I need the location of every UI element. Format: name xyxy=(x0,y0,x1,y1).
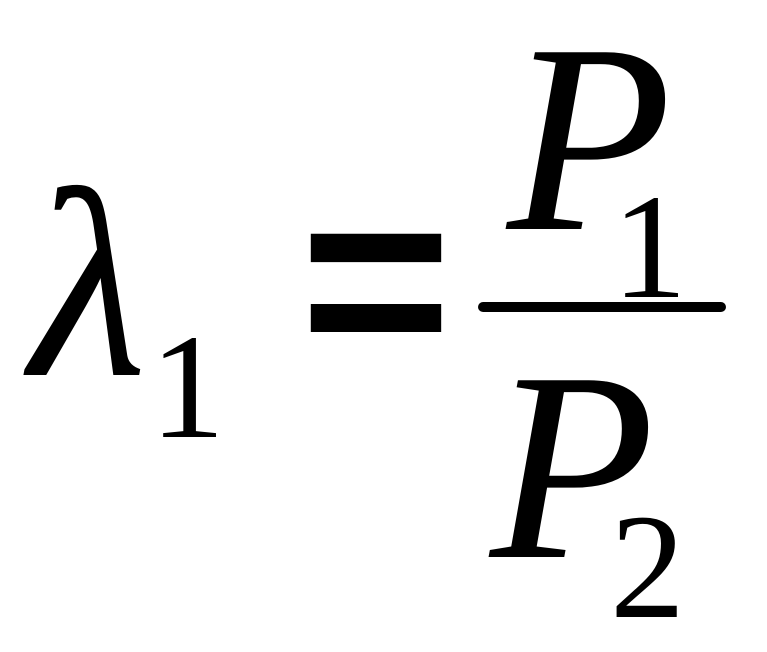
denominator-subscript: 2 xyxy=(610,484,685,650)
lambda-symbol: λ xyxy=(30,135,147,434)
lambda-subscript: 1 xyxy=(150,304,225,470)
fraction-bar xyxy=(478,302,726,312)
numerator-subscript: 1 xyxy=(612,164,687,330)
equals-sign: = xyxy=(300,135,452,425)
numerator-symbol: P xyxy=(507,0,672,288)
denominator-symbol: P xyxy=(490,317,655,616)
